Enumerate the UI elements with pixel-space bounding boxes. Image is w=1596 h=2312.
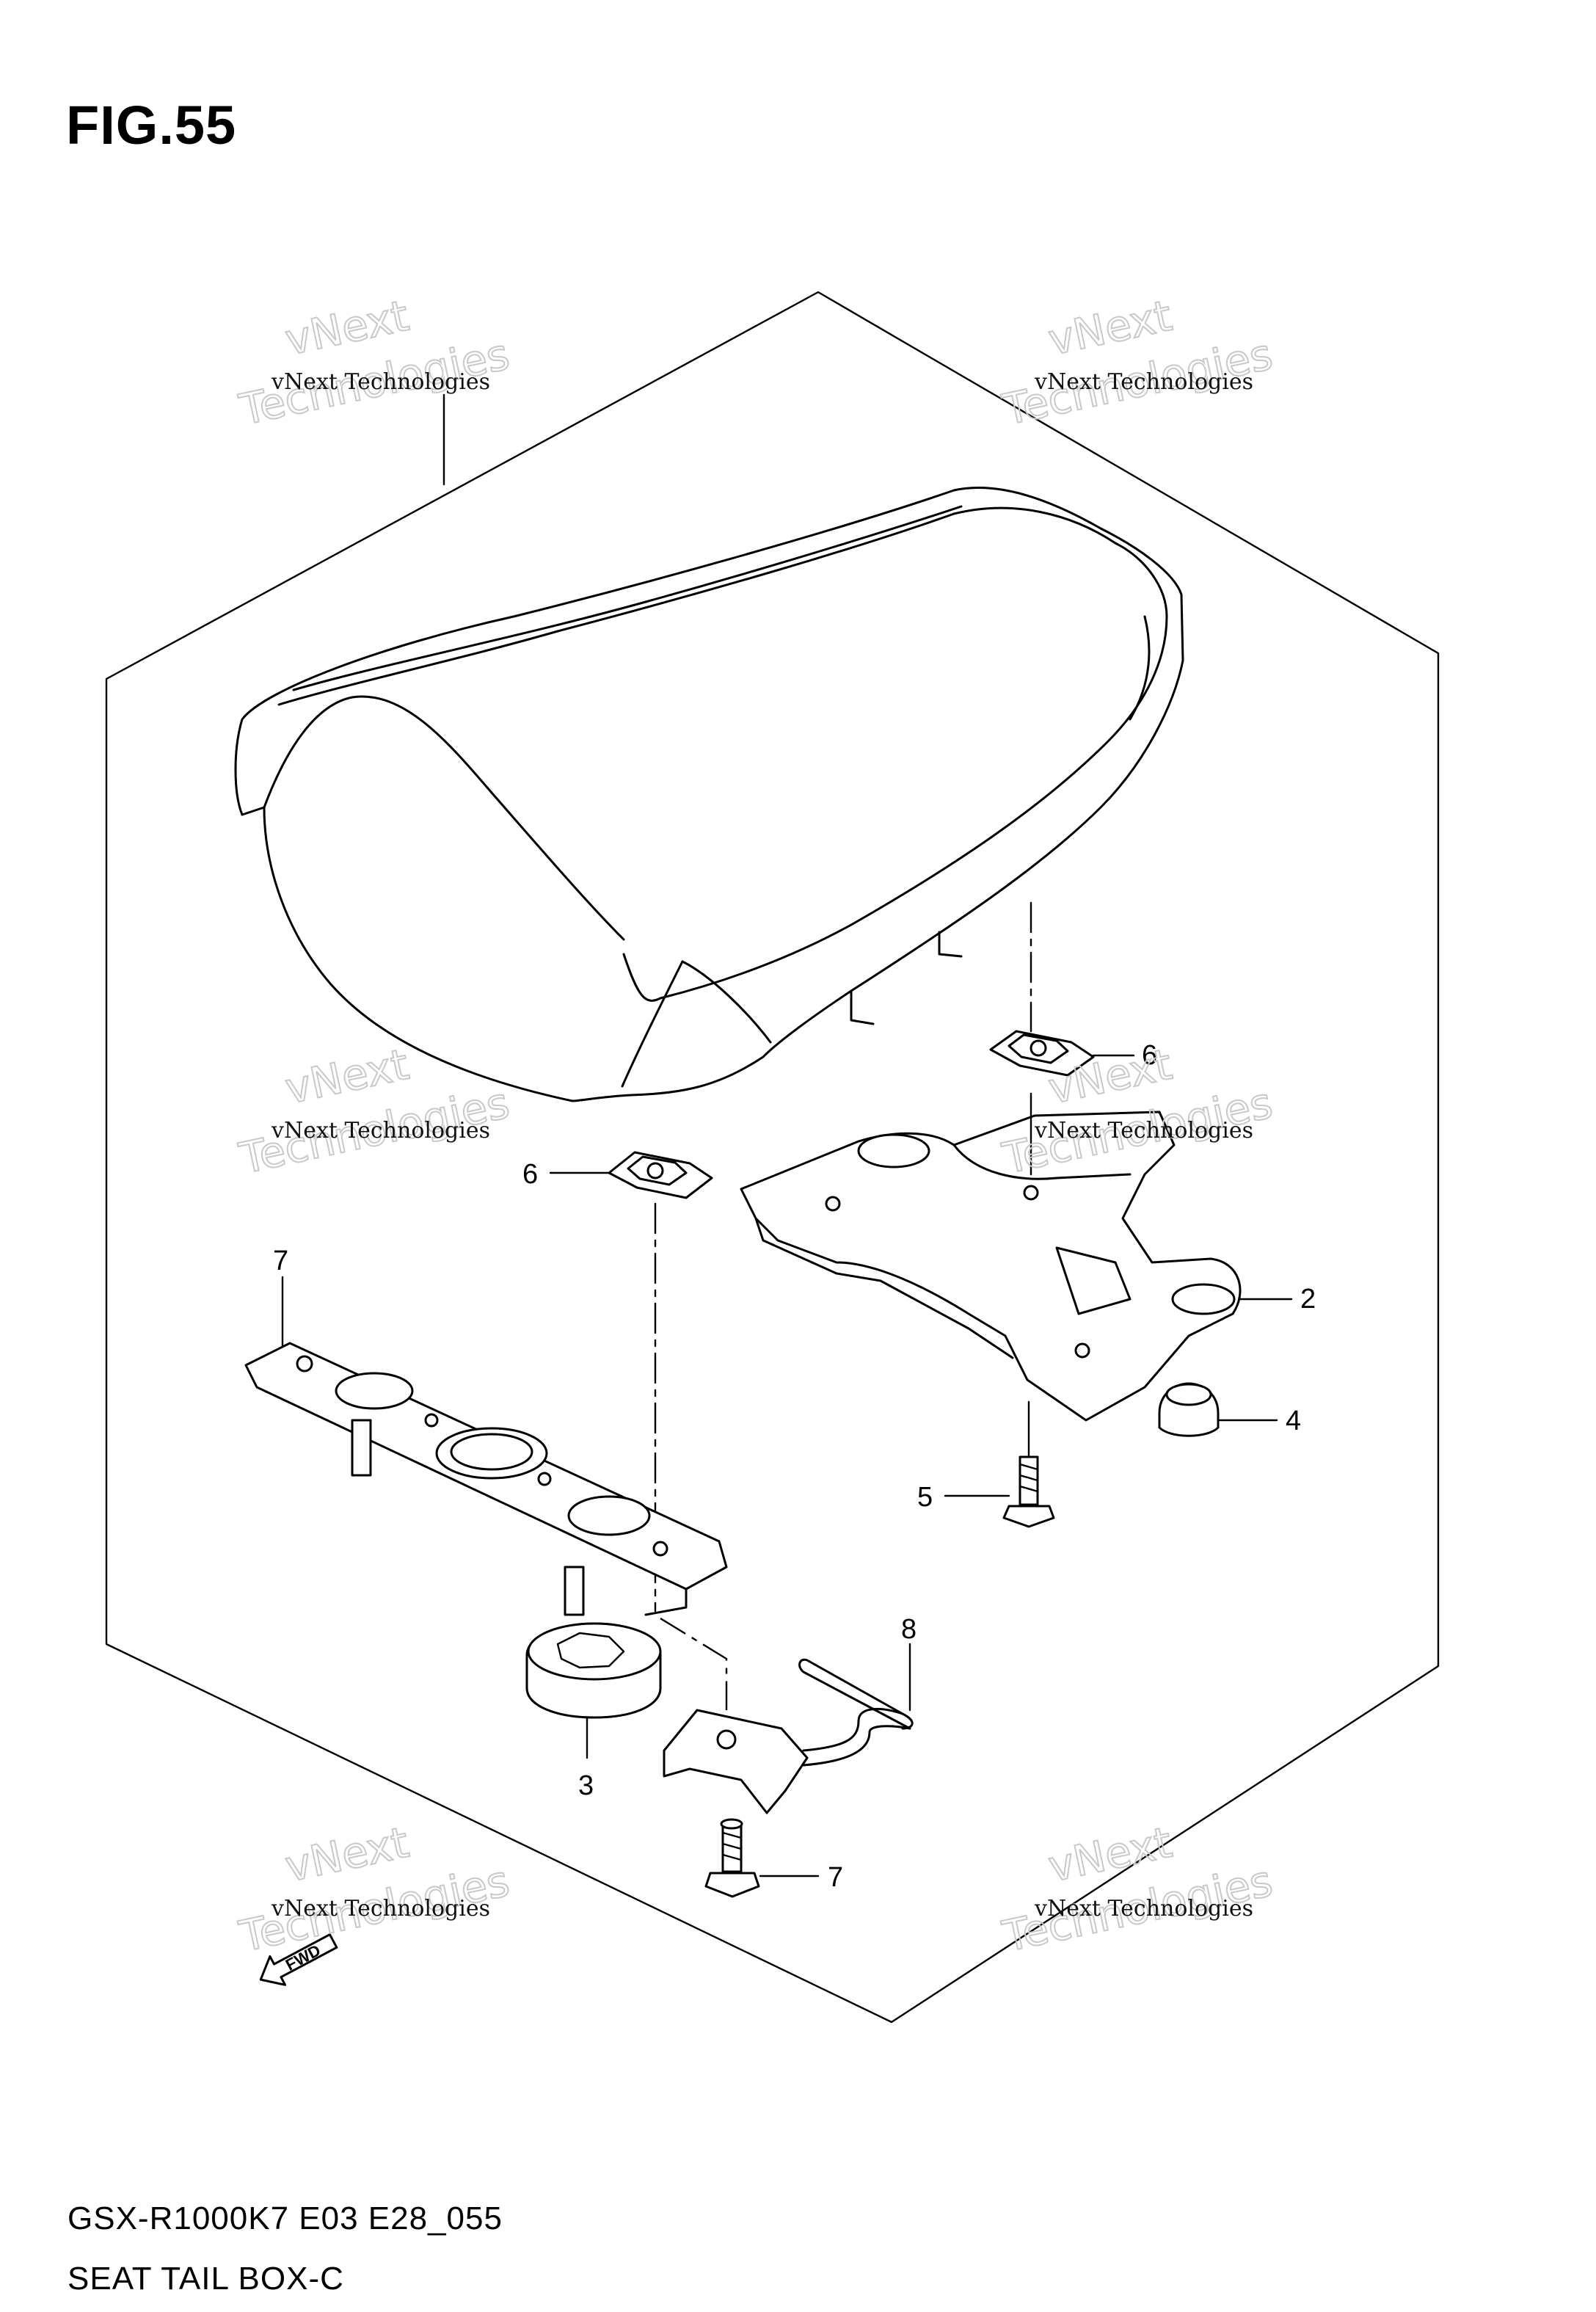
assembly-boundary <box>105 291 1440 2024</box>
grommet <box>525 1622 662 1759</box>
svg-text:vNext Technologies: vNext Technologies <box>271 1896 490 1922</box>
seat-bracket <box>740 1092 1293 1422</box>
forward-arrow-icon: FWD <box>259 1933 338 1986</box>
callout-7-lower: 7 <box>828 1862 843 1893</box>
callout-3: 8 <box>901 1614 917 1645</box>
clip-nut-upper <box>989 901 1135 1077</box>
figure-title: FIG.55 <box>66 95 237 156</box>
svg-text:vNext Technologies: vNext Technologies <box>271 369 490 395</box>
watermark-bottom-left: vNext Technologies vNext Technologies <box>234 1817 514 1963</box>
bolt-upper <box>944 1400 1055 1528</box>
clip-nut-left <box>549 1151 713 1613</box>
callout-6-left: 6 <box>522 1159 538 1190</box>
callout-6-upper: 6 <box>1142 1040 1157 1071</box>
svg-text:vNext Technologies: vNext Technologies <box>271 1118 490 1144</box>
svg-text:vNext Technologies: vNext Technologies <box>1034 1118 1253 1144</box>
svg-text:vNext Technologies: vNext Technologies <box>1034 369 1253 395</box>
callout-8: 3 <box>578 1770 594 1801</box>
front-bracket-plate <box>244 1276 728 1616</box>
watermark-top-right: vNext Technologies vNext Technologies <box>997 290 1278 436</box>
seat-tail-cowl <box>234 487 1184 1102</box>
svg-text:vNext Technologies: vNext Technologies <box>1034 1896 1253 1922</box>
model-code: GSX-R1000K7 E03 E28_055 <box>68 2200 503 2236</box>
rubber-cushion <box>1158 1382 1278 1437</box>
watermark-bottom-right: vNext Technologies vNext Technologies <box>997 1817 1278 1963</box>
callout-4: 2 <box>1300 1284 1316 1315</box>
callout-2: 7 <box>273 1246 288 1276</box>
callout-5: 4 <box>1286 1406 1301 1436</box>
bolt-lower <box>704 1818 820 1898</box>
watermark-top-left: vNext Technologies vNext Technologies <box>234 290 514 436</box>
callout-7-upper: 5 <box>917 1482 933 1513</box>
seat-hook <box>660 1617 914 1814</box>
part-group-name: SEAT TAIL BOX-C <box>68 2261 344 2297</box>
